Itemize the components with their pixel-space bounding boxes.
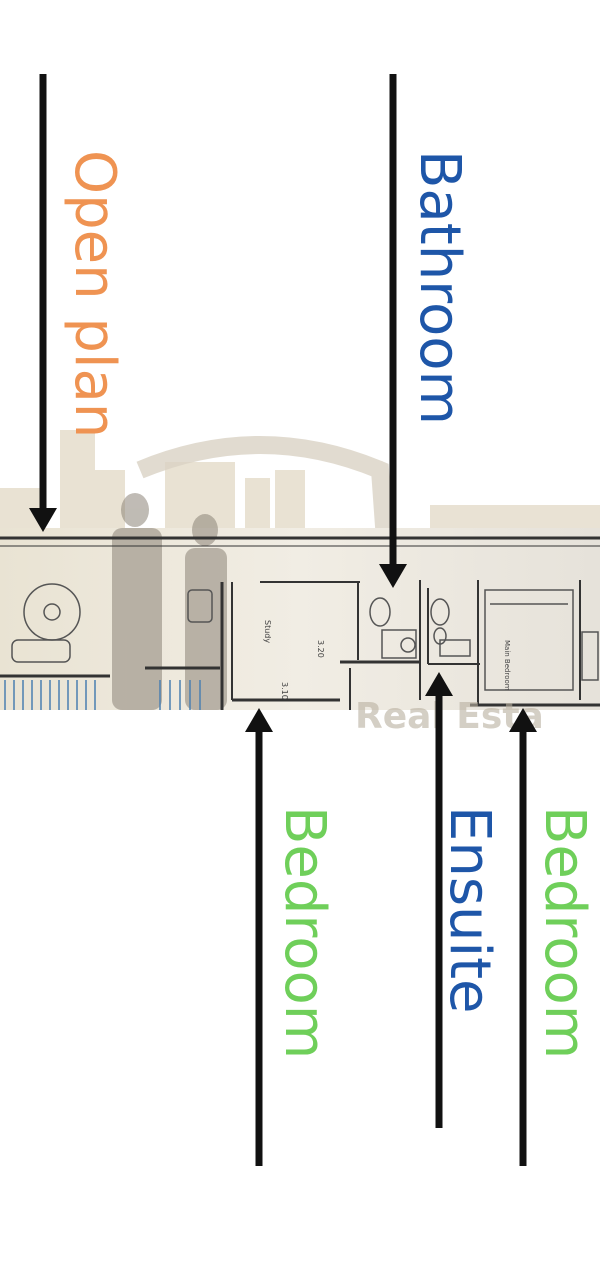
arrows — [29, 74, 537, 1166]
arrow-up-icon — [245, 708, 273, 732]
label-ensuite: Ensuite — [437, 806, 502, 1014]
plan-walls — [0, 536, 600, 710]
arrow-up-icon — [425, 672, 453, 696]
label-bathroom: Bathroom — [407, 150, 472, 426]
label-bedroom-right: Bedroom — [532, 806, 597, 1060]
floorplan-band — [0, 528, 600, 710]
dimension-label-2: 3.10 — [280, 682, 289, 700]
room-tag-main-bedroom: Main Bedroom — [503, 640, 511, 691]
furniture — [11, 583, 599, 691]
people-silhouette-watermark — [112, 493, 227, 710]
staircase — [4, 680, 201, 710]
arrow-up-icon — [509, 708, 537, 732]
label-open-plan: Open plan — [62, 150, 127, 439]
room-tag-study: Study — [263, 620, 272, 643]
dimension-label-1: 3.20 — [316, 640, 325, 658]
arrow-down-icon — [379, 564, 407, 588]
roof-arc-watermark — [136, 436, 394, 541]
arrow-down-icon — [29, 508, 57, 532]
label-bedroom-left: Bedroom — [272, 806, 337, 1060]
